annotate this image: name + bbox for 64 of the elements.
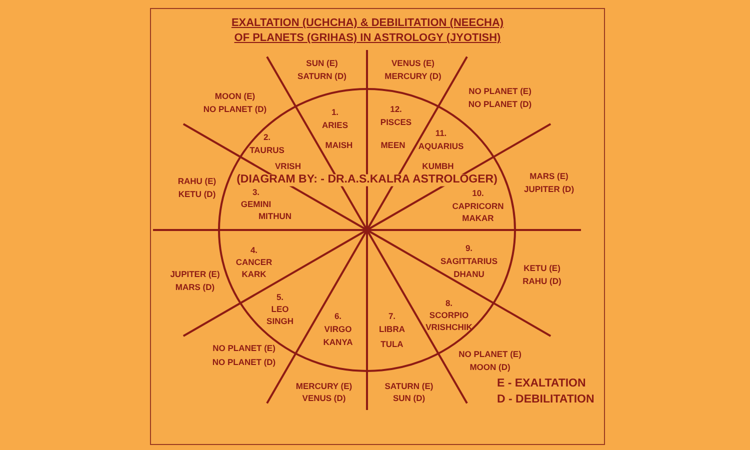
chart-label: MERCURY (E) — [296, 382, 352, 390]
chart-label: SUN (D) — [392, 394, 426, 402]
chart-label: 3. — [252, 188, 260, 196]
chart-label: NO PLANET (E) — [458, 350, 522, 358]
chart-label: 5. — [276, 292, 284, 302]
chart-label: TAURUS — [250, 146, 284, 154]
chart-label: KETU (E) — [524, 264, 560, 272]
chart-label: VIRGO — [324, 324, 352, 334]
chart-label: LIBRA — [379, 324, 405, 334]
chart-label: SAGITTARIUS — [440, 256, 498, 266]
chart-label: CAPRICORN — [452, 202, 504, 210]
chart-label: JUPITER (D) — [524, 184, 574, 194]
chart-label: NO PLANET (D) — [468, 100, 532, 108]
chart-label: RAHU (D) — [522, 276, 562, 286]
chart-label: NO PLANET (E) — [212, 344, 276, 352]
chart-label: MOON (E) — [214, 92, 256, 100]
chart-label: 1. — [331, 108, 339, 116]
chart-label: MAISH — [325, 140, 353, 150]
chart-label: MAKAR — [462, 214, 494, 222]
chart-label: SATURN (E) — [384, 382, 434, 390]
chart-label: 9. — [465, 244, 473, 252]
chart-label: 2. — [263, 132, 271, 142]
chart-label: SINGH — [266, 316, 294, 326]
chart-label: VRISHCHIK — [426, 322, 472, 332]
chart-label: RAHU (E) — [178, 176, 216, 186]
chart-label: DHANU — [454, 270, 484, 278]
chart-label: KARK — [242, 270, 266, 278]
chart-label: NO PLANET (D) — [203, 104, 267, 114]
chart-label: KETU (D) — [178, 190, 216, 198]
chart-label: 6. — [334, 312, 342, 320]
chart-label: JUPITER (E) — [170, 270, 220, 278]
chart-label: VENUS (E) — [392, 58, 434, 68]
chart-label: 4. — [250, 246, 258, 254]
diagram-title: EXALTATION (UCHCHA) & DEBILITATION (NEECHA) OF PLANETS (GRIHAS) IN ASTROLOGY (JYOTISH) — [230, 16, 505, 46]
chart-label: MERCURY (D) — [384, 72, 442, 80]
chart-label: 7. — [388, 312, 396, 320]
chart-label: LEO — [271, 304, 289, 314]
credit-text: (DIAGRAM BY: - DR.A.S.KALRA ASTROLOGER) — [236, 174, 498, 186]
chart-label: SUN (E) — [306, 58, 338, 68]
chart-label: TULA — [380, 340, 404, 348]
chart-label: MITHUN — [258, 212, 292, 220]
chart-label: SCORPIO — [429, 310, 469, 320]
legend-text: E - EXALTATION — [497, 378, 586, 390]
chart-label: GEMINI — [240, 200, 272, 208]
chart-label: MARS (D) — [175, 282, 215, 292]
chart-label: MARS (E) — [530, 172, 568, 180]
chart-label: VENUS (D) — [302, 394, 346, 402]
chart-label: SATURN (D) — [298, 72, 346, 80]
chart-label: AQUARIUS — [418, 142, 464, 150]
chart-label: KANYA — [323, 338, 353, 346]
chart-label: NO PLANET (E) — [468, 86, 532, 96]
chart-label: ARIES — [322, 120, 348, 130]
chart-label: MOON (D) — [470, 362, 510, 372]
chart-label: 10. — [472, 188, 484, 198]
chart-label: 12. — [390, 104, 402, 114]
chart-label: NO PLANET (D) — [212, 358, 276, 366]
chart-label: CANCER — [236, 258, 272, 266]
legend-text: D - DEBILITATION — [497, 394, 594, 406]
chart-label: MEEN — [380, 140, 406, 150]
chart-label: VRISH — [275, 162, 301, 170]
chart-label: 8. — [445, 298, 453, 308]
chart-label: KUMBH — [422, 162, 454, 170]
chart-label: PISCES — [380, 118, 412, 126]
chart-label: 11. — [435, 128, 447, 138]
